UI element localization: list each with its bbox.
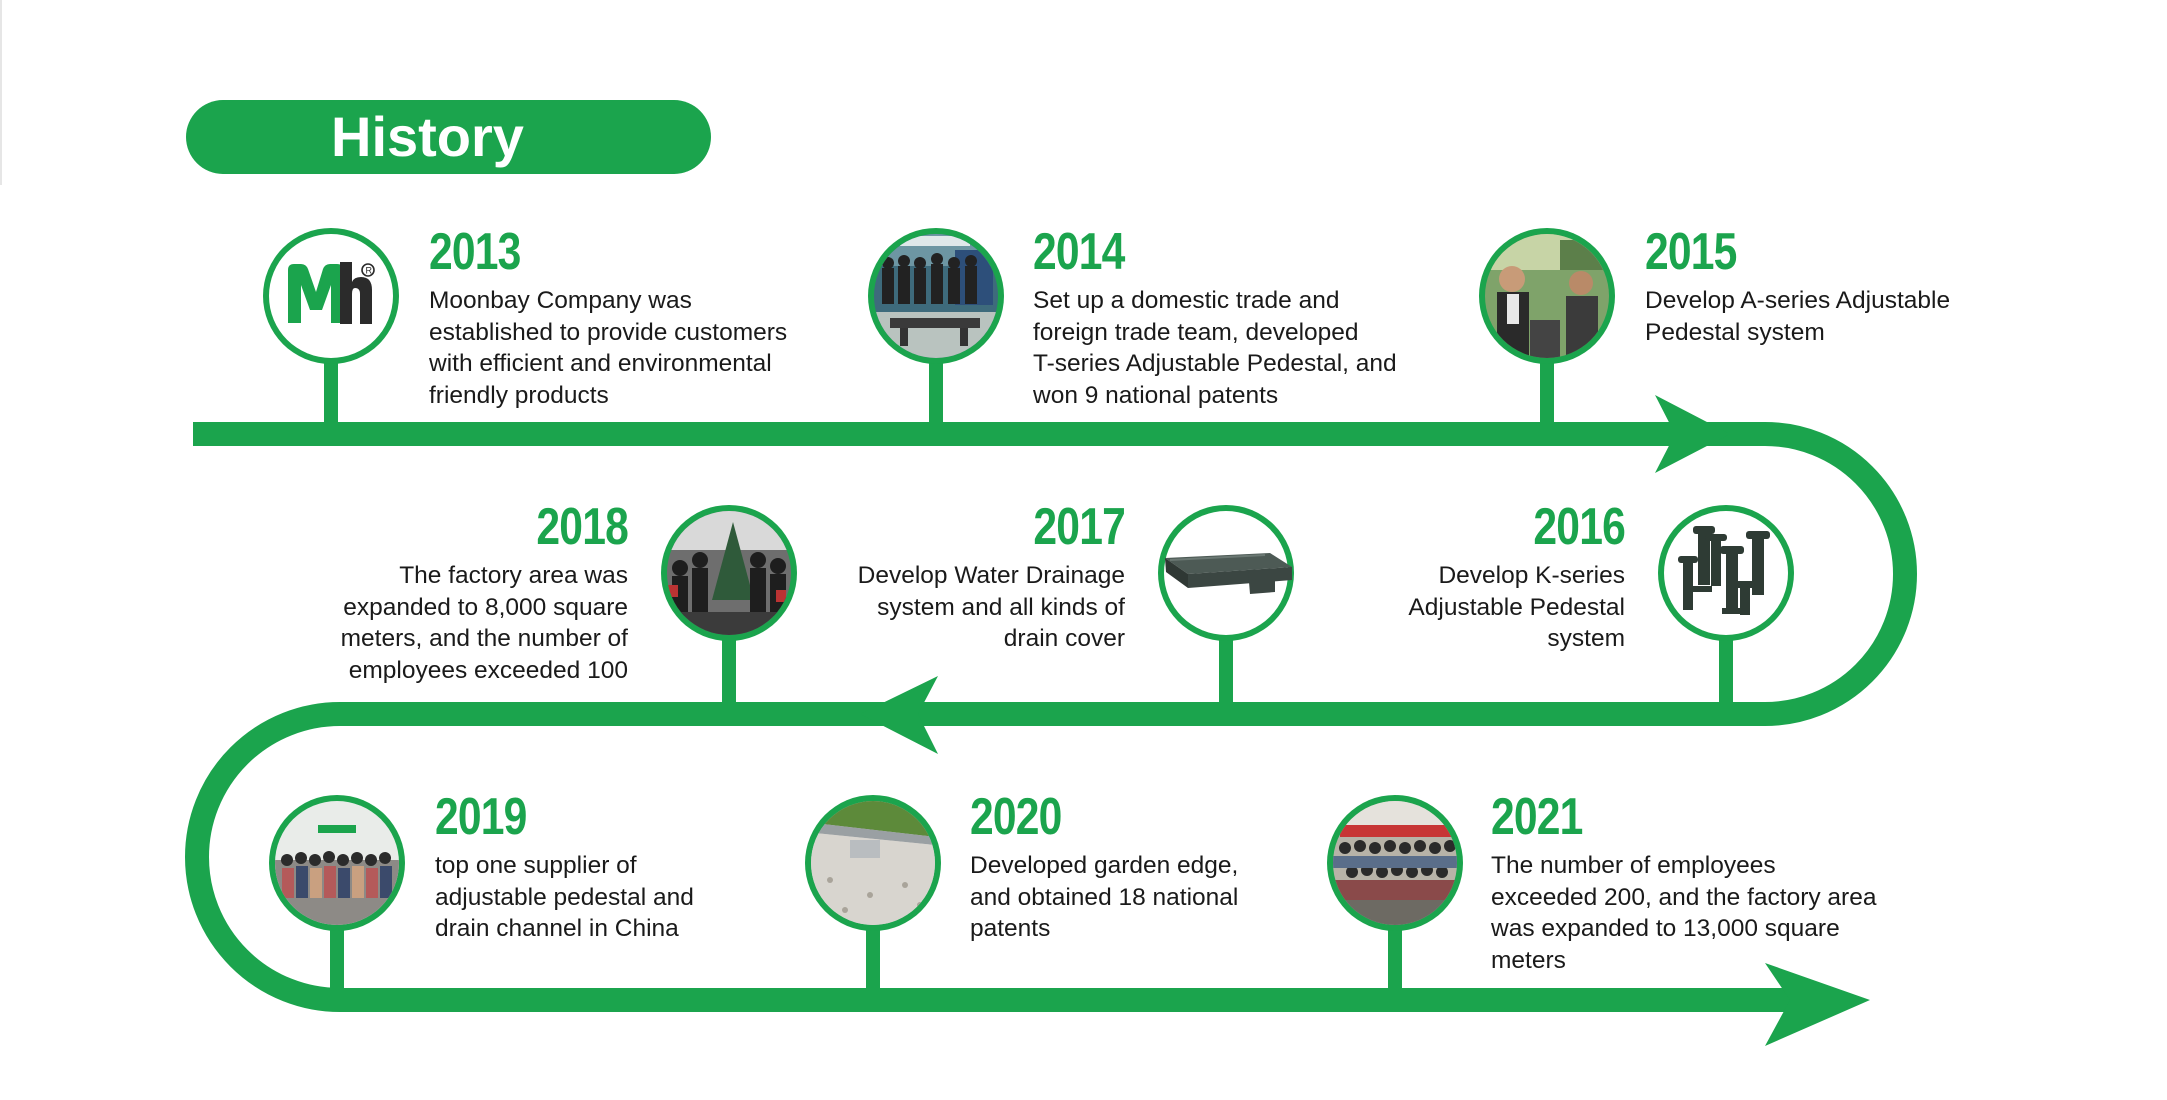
moonbay-logo-icon: R — [263, 228, 399, 364]
stem-2016 — [1719, 635, 1733, 718]
page-title: History — [331, 104, 524, 170]
milestone-year: 2015 — [1645, 225, 1895, 279]
milestone-description: Developed garden edge,and obtained 18 na… — [970, 850, 1238, 945]
history-title-banner: History — [186, 100, 711, 174]
large-group-photo-image — [1327, 795, 1467, 935]
milestone-year: 2019 — [435, 790, 647, 844]
k-series-pedestal-product-image — [1658, 505, 1794, 641]
stem-2013 — [324, 358, 338, 438]
team-photo-exhibition-image — [868, 228, 1004, 364]
milestone-2020: 2020 Developed garden edge,and obtained … — [970, 790, 1238, 945]
milestone-year: 2021 — [1491, 790, 1807, 844]
two-men-photo-image — [1479, 228, 1615, 365]
milestone-year: 2020 — [970, 790, 1190, 844]
stem-2020 — [866, 925, 880, 1004]
milestone-year: 2014 — [1033, 225, 1331, 279]
milestone-year: 2016 — [1383, 500, 1625, 554]
milestone-year: 2017 — [879, 500, 1125, 554]
office-group-photo-image — [269, 795, 405, 931]
stem-2017 — [1219, 635, 1233, 718]
svg-text:R: R — [366, 266, 373, 276]
drain-channel-product-image — [1158, 505, 1294, 641]
stem-2015 — [1540, 358, 1554, 438]
milestone-year: 2018 — [380, 500, 628, 554]
milestone-year: 2013 — [429, 225, 723, 279]
christmas-team-photo-image — [660, 505, 800, 647]
stem-2014 — [929, 358, 943, 438]
stem-2021 — [1388, 925, 1402, 1004]
garden-edge-product-image — [805, 795, 945, 935]
stem-2019 — [330, 925, 344, 1004]
stem-2018 — [722, 635, 736, 718]
